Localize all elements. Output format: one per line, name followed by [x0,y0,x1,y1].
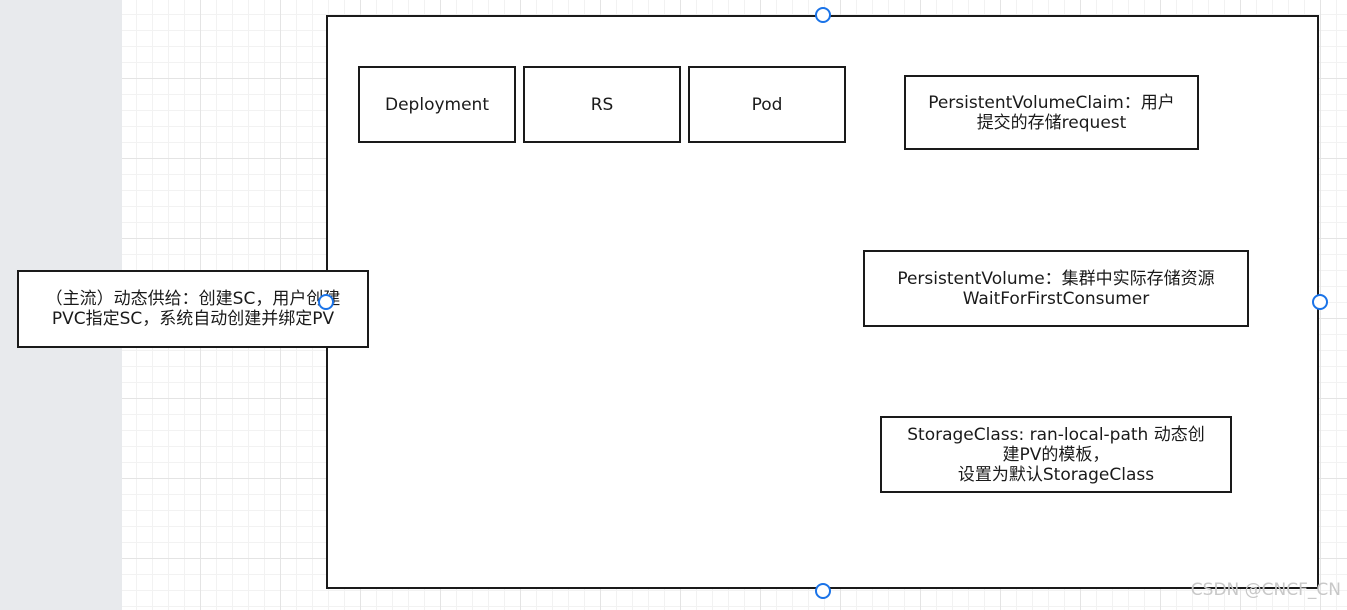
deployment-node[interactable]: Deployment [358,66,516,143]
storageclass-label: StorageClass: ran-local-path 动态创 建PV的模板，… [907,424,1205,485]
connection-handle-bottom[interactable] [815,583,831,599]
connection-handle-left[interactable] [318,294,334,310]
pod-node[interactable]: Pod [688,66,846,143]
watermark: CSDN @CNCF_CN [1190,580,1341,600]
deployment-label: Deployment [385,94,489,115]
pv-node[interactable]: PersistentVolume：集群中实际存储资源 WaitForFirstC… [863,250,1249,327]
connection-handle-right[interactable] [1312,294,1328,310]
pv-label: PersistentVolume：集群中实际存储资源 WaitForFirstC… [897,268,1215,309]
dynamic-provisioning-node[interactable]: （主流）动态供给：创建SC，用户创建 PVC指定SC，系统自动创建并绑定PV [17,270,369,348]
rs-node[interactable]: RS [523,66,681,143]
pvc-label: PersistentVolumeClaim：用户 提交的存储request [928,92,1175,133]
pod-label: Pod [751,94,783,115]
dynamic-provisioning-label: （主流）动态供给：创建SC，用户创建 PVC指定SC，系统自动创建并绑定PV [45,289,341,329]
rs-label: RS [590,94,614,115]
storageclass-node[interactable]: StorageClass: ran-local-path 动态创 建PV的模板，… [880,416,1232,493]
connection-handle-top[interactable] [815,7,831,23]
pvc-node[interactable]: PersistentVolumeClaim：用户 提交的存储request [904,75,1199,150]
